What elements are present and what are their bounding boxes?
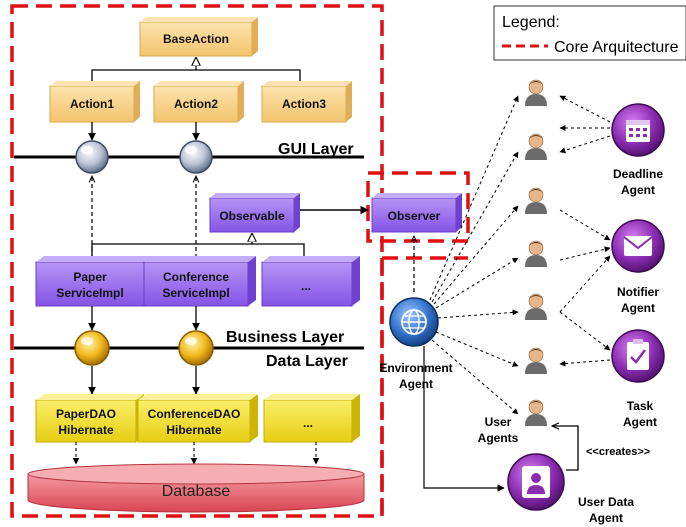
- deadline-agent: Deadline Agent: [611, 103, 665, 197]
- data-port-icon: [178, 330, 214, 366]
- task-agent-label-1: Task: [627, 399, 654, 413]
- user-person-icon: [525, 399, 547, 426]
- gui-port-icon: [75, 140, 109, 174]
- creates-connector: [552, 426, 579, 471]
- user-person-icon: [525, 347, 547, 374]
- observable-inheritance-connector: [91, 234, 305, 258]
- user-person-icon: [525, 240, 547, 267]
- notifier-agent: Notifier Agent: [611, 219, 665, 315]
- task-agent: Task Agent: [611, 329, 665, 429]
- paper-dao-label-2: Hibernate: [58, 423, 114, 437]
- environment-agent: Environment Agent: [379, 297, 453, 391]
- data-port-icon: [74, 330, 110, 366]
- paper-dao-label-1: PaperDAO: [56, 407, 116, 421]
- more-daos-label: ...: [303, 416, 313, 430]
- action1-box: Action1: [49, 81, 140, 123]
- environment-to-user-data: [423, 346, 505, 492]
- action2-box: Action2: [153, 81, 244, 123]
- user-person-icon: [525, 79, 547, 106]
- user-data-agent-label-1: User Data: [578, 495, 634, 509]
- paper-service-label-1: Paper: [73, 270, 107, 284]
- observable-box: Observable: [209, 193, 300, 233]
- creates-label: <<creates>>: [586, 446, 650, 458]
- environment-to-users: [429, 95, 519, 415]
- task-users-connectors: [559, 311, 611, 367]
- conference-dao-label-2: Hibernate: [166, 423, 222, 437]
- gui-port-icon: [179, 140, 213, 174]
- observer-label: Observer: [388, 209, 441, 223]
- core-architecture-boundary-agents: [380, 256, 468, 516]
- base-action-box: BaseAction: [139, 17, 258, 57]
- observable-label: Observable: [219, 209, 285, 223]
- deadline-agent-label-1: Deadline: [613, 167, 663, 181]
- observer-box: Observer: [371, 193, 462, 233]
- gui-layer-label: GUI Layer: [278, 141, 354, 158]
- conference-service-label-1: Conference: [163, 270, 229, 284]
- action3-label: Action3: [282, 97, 326, 111]
- deadline-to-users: [559, 95, 611, 154]
- paper-dao-box: PaperDAO Hibernate: [35, 394, 144, 443]
- user-person-icon: [525, 187, 547, 214]
- paper-service-box: Paper ServiceImpl: [35, 256, 152, 307]
- users-to-notifier: [559, 209, 611, 313]
- data-layer-label: Data Layer: [266, 353, 348, 370]
- legend-title: Legend:: [502, 14, 560, 31]
- conference-dao-box: ConferenceDAO Hibernate: [137, 394, 258, 443]
- conference-service-label-2: ServiceImpl: [162, 286, 229, 300]
- user-data-agent: User Data Agent: [507, 453, 634, 525]
- environment-agent-label-1: Environment: [379, 361, 452, 375]
- notifier-agent-label-2: Agent: [621, 301, 655, 315]
- action1-label: Action1: [70, 97, 114, 111]
- conference-dao-label-1: ConferenceDAO: [148, 407, 241, 421]
- notifier-agent-label-1: Notifier: [617, 285, 659, 299]
- database-cylinder: Database: [27, 463, 365, 513]
- action2-label: Action2: [174, 97, 218, 111]
- more-services-label: ...: [301, 279, 311, 293]
- user-agents-label-2: Agents: [478, 431, 519, 445]
- more-daos-box: ...: [263, 394, 360, 443]
- base-action-label: BaseAction: [163, 32, 229, 46]
- action3-box: Action3: [261, 81, 352, 123]
- user-person-icon: [525, 133, 547, 160]
- user-agents-column: User Agents: [478, 79, 547, 445]
- conference-service-box: Conference ServiceImpl: [143, 256, 256, 307]
- user-data-agent-label-2: Agent: [589, 511, 623, 525]
- user-agents-label-1: User: [485, 415, 512, 429]
- user-person-icon: [525, 293, 547, 320]
- business-layer-label: Business Layer: [226, 329, 344, 346]
- legend-item: Core Arquitecture: [554, 39, 679, 56]
- environment-agent-label-2: Agent: [399, 377, 433, 391]
- inheritance-connector: [91, 58, 301, 86]
- task-agent-label-2: Agent: [623, 415, 657, 429]
- paper-service-label-2: ServiceImpl: [56, 286, 123, 300]
- legend: Legend: Core Arquitecture: [493, 5, 686, 61]
- database-label: Database: [162, 483, 231, 500]
- deadline-agent-label-2: Agent: [621, 183, 655, 197]
- more-services-box: ...: [261, 256, 360, 307]
